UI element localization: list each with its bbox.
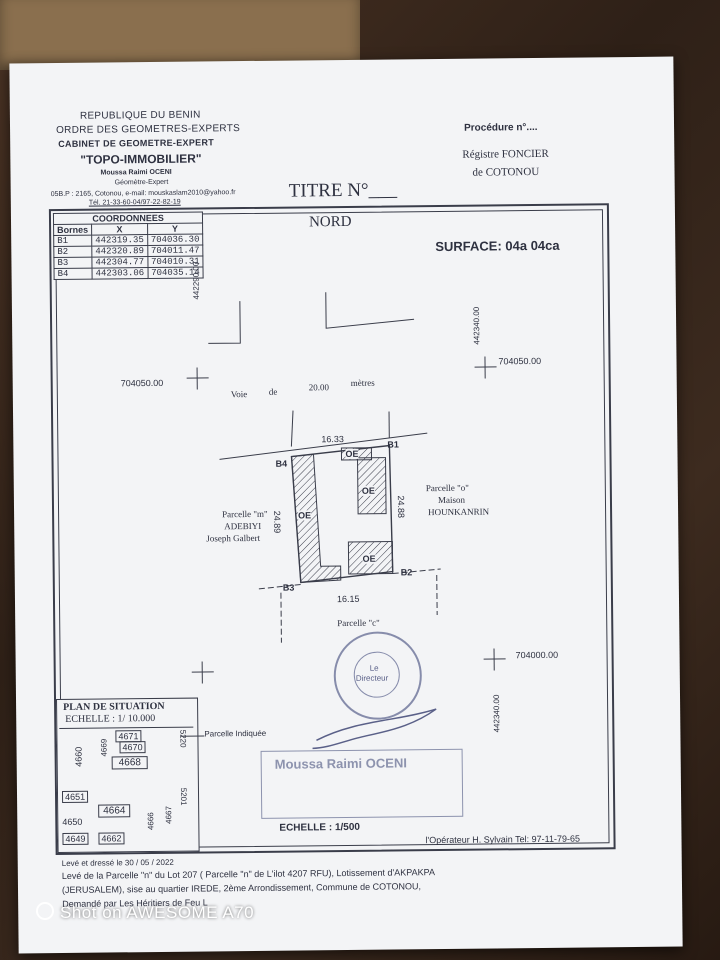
dimension-top: 16.33	[321, 434, 344, 445]
oe-label: OE	[362, 553, 376, 564]
stamp-text: Le	[369, 663, 379, 673]
dimension-bottom: 16.15	[336, 593, 360, 605]
oe-hatch-left	[290, 453, 342, 584]
lot-label: 4666	[146, 812, 156, 831]
lot-label: 4669	[99, 738, 109, 757]
lot-label: 4660	[73, 746, 84, 767]
dimension-left: 24.89	[272, 510, 283, 534]
lot-label: 5201	[178, 787, 189, 806]
grid-cross-marker	[484, 648, 506, 670]
grid-label-y: 704000.00	[515, 649, 559, 661]
parcelle-o-label: Parcelle "o"	[425, 482, 469, 494]
camera-watermark: Shot on AWESOME A70	[36, 902, 254, 923]
situation-scale: ECHELLE : 1/ 10.000	[65, 713, 156, 725]
dashed-line	[392, 568, 441, 575]
seal-name: Moussa Raimi OCENI	[274, 755, 407, 772]
borne-label: B1	[387, 439, 399, 450]
parcel-plan-drawing	[208, 292, 441, 750]
grid-cross-marker	[187, 367, 209, 389]
lot-label: 4668	[111, 756, 149, 770]
lot-label: 4662	[98, 832, 125, 845]
dim-tick	[290, 410, 294, 447]
parcelle-c-label: Parcelle "c"	[337, 617, 380, 629]
situation-grid: 4671 4670 4669 4660 4668 4651 4664 4650 …	[59, 726, 195, 850]
grid-label-y: 704050.00	[120, 377, 164, 389]
footer-date: Levé et dressé le 30 / 05 / 2022	[61, 857, 174, 868]
parcelle-m-owner: Joseph Galbert	[206, 532, 261, 544]
parcelle-m-label: Parcelle "m"	[222, 508, 268, 520]
grid-label-y: 704050.00	[498, 355, 542, 367]
scale-label: ECHELLE : 1/500	[279, 821, 361, 834]
borne-label: B4	[275, 458, 288, 469]
voie-word: mètres	[350, 377, 375, 388]
camera-icon	[36, 902, 54, 920]
lot-label: 4649	[62, 832, 89, 845]
stamp-text: Directeur	[355, 673, 389, 683]
lot-label: 4650	[62, 816, 83, 827]
grid-cross-marker	[192, 661, 214, 683]
lot-label: 4651	[61, 790, 89, 803]
oe-label: OE	[298, 510, 312, 521]
parcelle-o-label: Maison	[437, 494, 466, 506]
voie-word: Voie	[230, 389, 248, 400]
corner-mark	[208, 301, 241, 344]
voie-word: de	[268, 386, 278, 397]
borne-label: B2	[400, 567, 413, 578]
borne-label: B3	[282, 582, 295, 593]
lot-label: 5220	[178, 729, 188, 748]
operator-label: l'Opérateur H. Sylvain Tel: 97-11-79-65	[425, 833, 581, 846]
dimension-right: 24.88	[395, 495, 407, 519]
situation-title: PLAN DE SITUATION	[63, 700, 165, 713]
document-paper: REPUBLIQUE DU BENIN ORDRE DES GEOMETRES-…	[9, 56, 683, 954]
watermark-text: Shot on AWESOME A70	[60, 903, 255, 922]
parcelle-indiquee-label: Parcelle Indiquée	[204, 728, 267, 739]
grid-label-x: 442340.00	[491, 694, 502, 733]
grid-label-x: 442340.00	[471, 306, 482, 345]
lot-label: 4664	[98, 804, 131, 818]
situation-plan: PLAN DE SITUATION ECHELLE : 1/ 10.000 46…	[56, 697, 200, 854]
road-line	[219, 432, 428, 460]
lot-label: 4670	[119, 741, 146, 754]
oe-label: OE	[361, 485, 375, 496]
voie-word: 20.00	[308, 382, 330, 393]
corner-mark	[325, 292, 415, 329]
cardboard-piece	[0, 0, 360, 70]
lot-label: 4667	[164, 806, 174, 824]
parcelle-o-owner: HOUNKANRIN	[428, 506, 490, 518]
grid-label-x: 442290.00	[191, 261, 201, 300]
grid-cross-marker	[474, 356, 496, 378]
signature	[312, 708, 437, 750]
dashed-line	[280, 592, 282, 643]
parcelle-m-owner: ADEBIYI	[224, 520, 262, 532]
oe-label: OE	[345, 448, 359, 460]
dashed-line	[258, 583, 301, 590]
